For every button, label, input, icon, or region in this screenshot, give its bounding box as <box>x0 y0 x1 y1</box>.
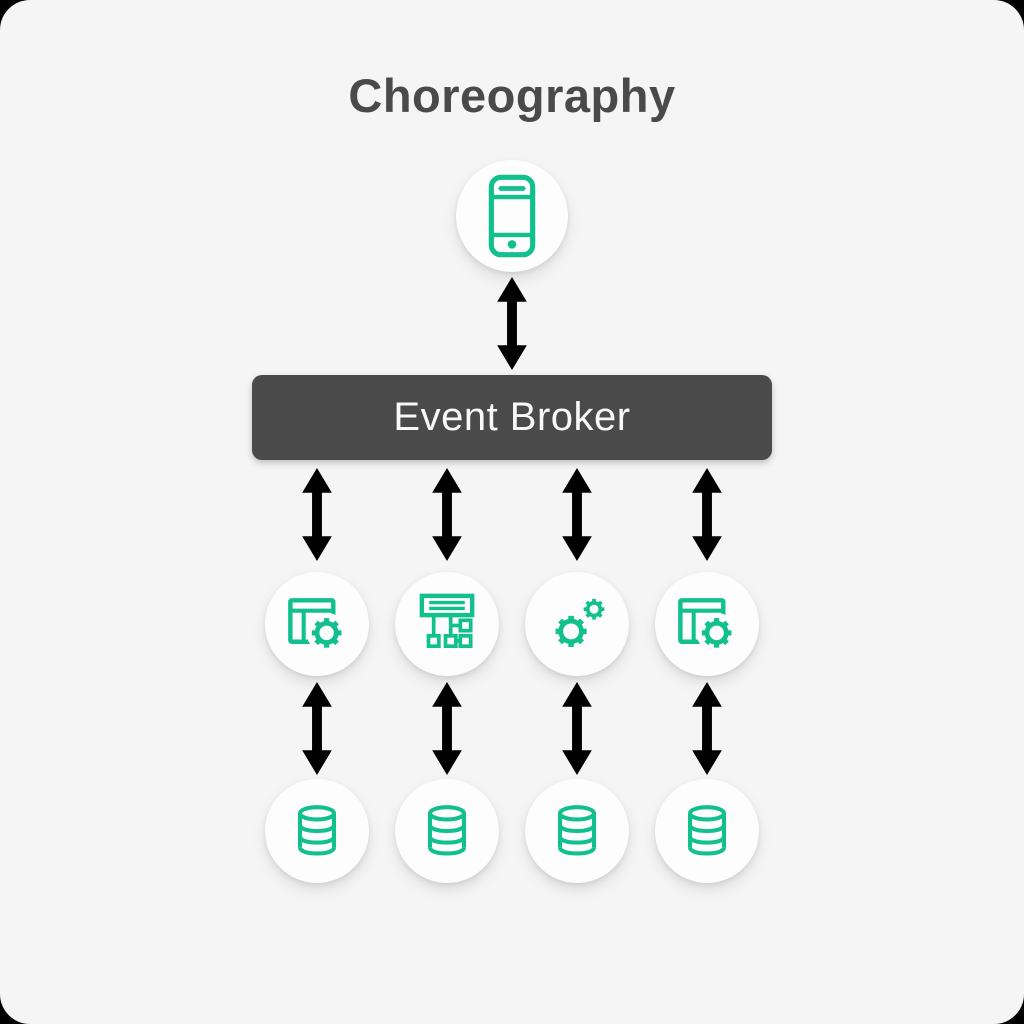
bidirectional-arrow-icon <box>301 468 333 561</box>
bidirectional-arrow-icon <box>496 277 528 370</box>
database-node-1 <box>265 779 369 884</box>
app-window-gear-icon <box>670 587 744 661</box>
app-window-gear-icon <box>280 587 354 661</box>
bidirectional-arrow-icon <box>431 682 463 775</box>
database-icon <box>673 797 741 865</box>
service-column-1 <box>252 468 382 888</box>
database-node-4 <box>655 779 759 884</box>
service-columns <box>252 468 772 888</box>
database-node-3 <box>525 779 629 884</box>
service-node-3 <box>525 572 629 677</box>
service-column-3 <box>512 468 642 888</box>
client-node <box>456 160 568 273</box>
diagram-title: Choreography <box>348 69 676 122</box>
database-icon <box>283 797 351 865</box>
bidirectional-arrow-icon <box>301 682 333 775</box>
service-node-2 <box>395 572 499 677</box>
event-broker-box: Event Broker <box>252 375 772 461</box>
bidirectional-arrow-icon <box>691 468 723 561</box>
database-icon <box>413 797 481 865</box>
bidirectional-arrow-icon <box>561 468 593 561</box>
bidirectional-arrow-icon <box>431 468 463 561</box>
service-column-4 <box>642 468 772 888</box>
database-icon <box>543 797 611 865</box>
database-node-2 <box>395 779 499 884</box>
gears-icon <box>540 587 614 661</box>
event-broker-label: Event Broker <box>393 395 631 440</box>
bidirectional-arrow-icon <box>691 682 723 775</box>
service-node-1 <box>265 572 369 677</box>
sitemap-icon <box>410 587 484 661</box>
service-node-4 <box>655 572 759 677</box>
bidirectional-arrow-icon <box>561 682 593 775</box>
smartphone-icon <box>469 173 555 259</box>
service-column-2 <box>382 468 512 888</box>
